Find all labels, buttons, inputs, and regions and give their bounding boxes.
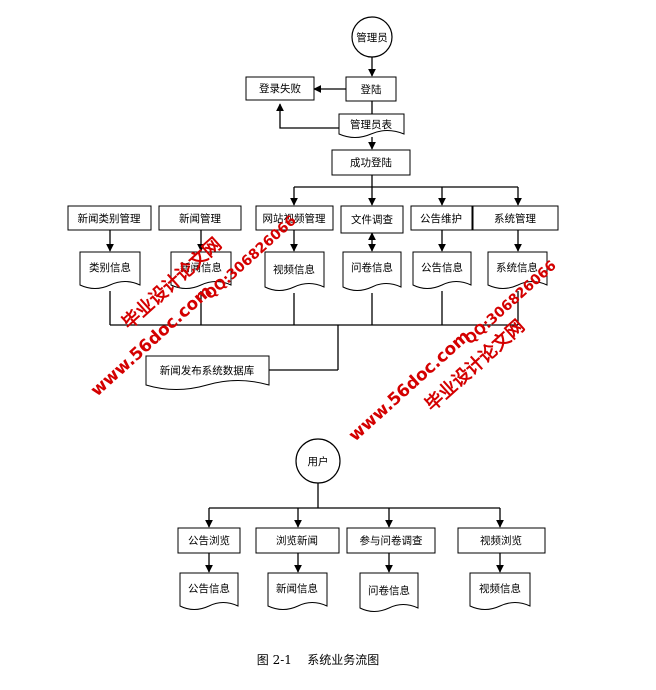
user-news-info-doc: 新闻信息 [267,572,328,610]
login-fail-label: 登录失败 [259,82,301,95]
notice-maintain-label: 公告维护 [420,212,462,225]
login-success-label: 成功登陆 [350,156,392,169]
notice-info-doc: 公告信息 [412,251,472,289]
news-info-obscured-label: 新闻信息 [180,261,222,274]
survey-info-doc: 问卷信息 [342,251,402,291]
notice-browse-label: 公告浏览 [188,534,230,547]
join-survey-box: 参与问卷调查 [346,527,436,554]
admin-start-label: 管理员 [356,31,388,44]
browse-news-label: 浏览新闻 [276,534,318,547]
user-video-info-doc: 视频信息 [469,572,531,610]
file-survey-label: 文件调查 [351,213,393,226]
user-survey-info-label: 问卷信息 [368,584,410,597]
notice-info-label: 公告信息 [421,261,463,274]
admin-table-doc: 管理员表 [338,113,405,138]
join-survey-label: 参与问卷调查 [360,534,423,547]
notice-browse-box: 公告浏览 [177,527,241,554]
news-mgmt-box: 新闻管理 [158,205,242,231]
news-category-mgmt-label: 新闻类别管理 [78,212,141,225]
user-start-node: 用户 [295,438,341,484]
system-info-doc: 系统信息 [487,251,548,289]
admin-table-label: 管理员表 [350,118,392,131]
file-survey-box: 文件调查 [340,205,404,234]
category-info-doc: 类别信息 [79,251,141,289]
notice-maintain-box: 公告维护 [410,205,473,231]
login-fail-box: 登录失败 [245,76,315,101]
video-browse-label: 视频浏览 [480,534,522,547]
database-label: 新闻发布系统数据库 [160,364,255,377]
admin-start-node: 管理员 [351,16,393,58]
user-notice-info-doc: 公告信息 [179,572,239,610]
system-mgmt-box: 系统管理 [472,205,559,231]
login-box: 登陆 [345,76,397,102]
login-success-box: 成功登陆 [331,149,411,176]
category-info-label: 类别信息 [89,261,131,274]
user-survey-info-doc: 问卷信息 [359,572,419,612]
login-label: 登陆 [361,83,382,96]
admin-connectors [106,57,522,355]
survey-info-label: 问卷信息 [351,261,393,274]
user-connectors [205,483,504,573]
user-video-info-label: 视频信息 [479,582,521,595]
news-mgmt-label: 新闻管理 [179,212,221,225]
video-info-doc: 视频信息 [264,251,325,291]
database-doc: 新闻发布系统数据库 [145,355,270,390]
user-start-label: 用户 [308,455,329,468]
system-info-label: 系统信息 [496,261,538,274]
user-notice-info-label: 公告信息 [188,582,230,595]
browse-news-box: 浏览新闻 [255,527,340,554]
user-news-info-label: 新闻信息 [276,582,318,595]
site-video-mgmt-box: 网站视频管理 [255,205,334,231]
figure-caption: 图 2-1 系统业务流图 [257,652,379,667]
site-video-mgmt-label: 网站视频管理 [263,212,326,225]
system-mgmt-label: 系统管理 [494,212,536,225]
video-browse-box: 视频浏览 [457,527,546,554]
news-info-doc-obscured: 新闻信息 [170,251,232,289]
video-info-label: 视频信息 [273,263,315,276]
watermark-right: www.56doc.com QQ:306826066 毕业设计论文网 [345,258,560,446]
news-category-mgmt-box: 新闻类别管理 [67,205,152,231]
